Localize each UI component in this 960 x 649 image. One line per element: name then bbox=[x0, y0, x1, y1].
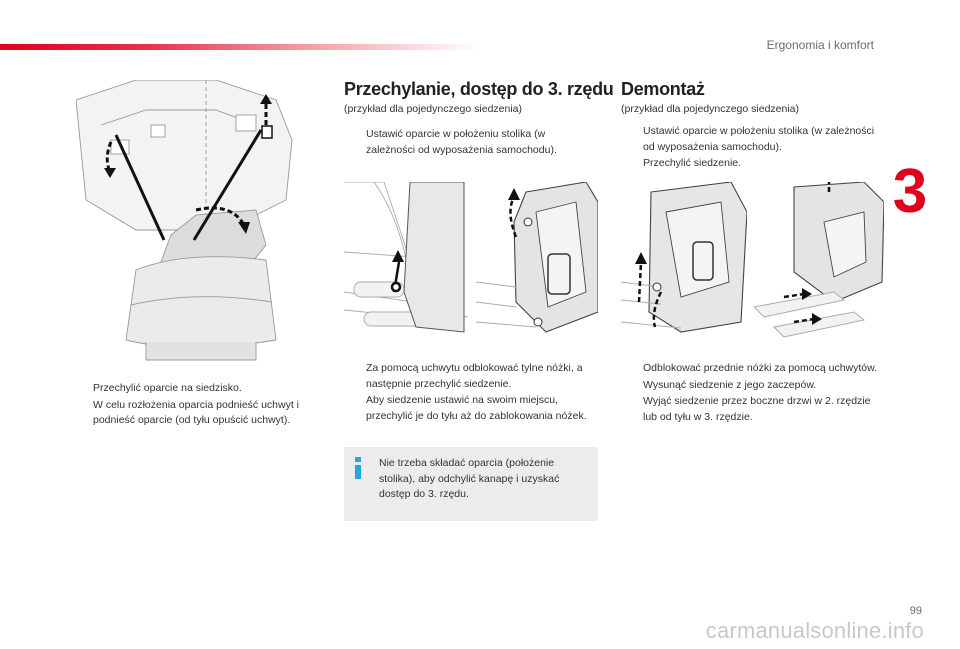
list-item: W celu rozłożenia oparcia podnieść uchwy… bbox=[71, 398, 303, 429]
list-item-text: Ustawić oparcie w położeniu stolika (w z… bbox=[643, 125, 875, 153]
seat-removal-illustration-2 bbox=[754, 182, 884, 340]
right-heading: Demontaż bbox=[621, 79, 705, 99]
list-item-text: Przechylić oparcie na siedzisko. bbox=[93, 382, 242, 394]
info-text: Nie trzeba składać oparcia (położenie st… bbox=[379, 457, 560, 500]
list-item: Aby siedzenie ustawić na swoim miejscu, … bbox=[344, 393, 594, 424]
list-item: Przechylić oparcie na siedzisko. bbox=[71, 381, 303, 397]
list-item-text: Ustawić oparcie w położeniu stolika (w z… bbox=[366, 128, 557, 156]
seat-tilt-illustration-1 bbox=[344, 182, 468, 340]
list-item: Ustawić oparcie w położeniu stolika (w z… bbox=[344, 127, 584, 158]
seat-fold-illustration bbox=[76, 80, 294, 370]
middle-subtitle: (przykład dla pojedynczego siedzenia) bbox=[344, 103, 523, 115]
right-instructions-bottom: Odblokować przednie nóżki za pomocą uchw… bbox=[621, 361, 883, 426]
list-item-text: W celu rozłożenia oparcia podnieść uchwy… bbox=[93, 398, 300, 427]
section-title: Ergonomia i komfort bbox=[766, 38, 874, 52]
seat-tilt-illustration-2 bbox=[476, 182, 598, 340]
middle-heading: Przechylanie, dostęp do 3. rzędu bbox=[344, 79, 614, 99]
list-item-text: Za pomocą uchwytu odblokować tylne nóżki… bbox=[366, 362, 583, 390]
right-subtitle: (przykład dla pojedynczego siedzenia) bbox=[621, 103, 800, 115]
chapter-number: 3 bbox=[892, 157, 928, 226]
list-item-text: Aby siedzenie ustawić na swoim miejscu, … bbox=[366, 394, 587, 422]
info-box: Nie trzeba składać oparcia (położenie st… bbox=[344, 447, 598, 521]
list-item: Wysunąć siedzenie z jego zaczepów. bbox=[621, 378, 883, 394]
seat-removal-illustration-1 bbox=[621, 182, 747, 340]
middle-instructions-bottom: Za pomocą uchwytu odblokować tylne nóżki… bbox=[344, 361, 594, 425]
list-item-text: Wyjąć siedzenie przez boczne drzwi w 2. … bbox=[643, 395, 871, 423]
list-item-text: Wysunąć siedzenie z jego zaczepów. bbox=[643, 378, 817, 391]
header-accent-bar bbox=[0, 44, 480, 50]
list-item: Przechylić siedzenie. bbox=[621, 156, 883, 172]
left-instructions: Przechylić oparcie na siedzisko. W celu … bbox=[71, 381, 303, 430]
list-item-text: Odblokować przednie nóżki za pomocą uchw… bbox=[643, 362, 878, 374]
list-item: Ustawić oparcie w położeniu stolika (w z… bbox=[621, 124, 883, 155]
list-item: Wyjąć siedzenie przez boczne drzwi w 2. … bbox=[621, 394, 883, 425]
page-number: 99 bbox=[909, 605, 922, 617]
watermark: carmanualsonline.info bbox=[705, 618, 924, 643]
right-instructions-top: Ustawić oparcie w położeniu stolika (w z… bbox=[621, 124, 883, 173]
list-item: Za pomocą uchwytu odblokować tylne nóżki… bbox=[344, 361, 594, 392]
middle-instructions-top: Ustawić oparcie w położeniu stolika (w z… bbox=[344, 127, 584, 159]
list-item-text: Przechylić siedzenie. bbox=[643, 157, 742, 169]
info-icon bbox=[355, 457, 361, 479]
list-item: Odblokować przednie nóżki za pomocą uchw… bbox=[621, 361, 883, 377]
